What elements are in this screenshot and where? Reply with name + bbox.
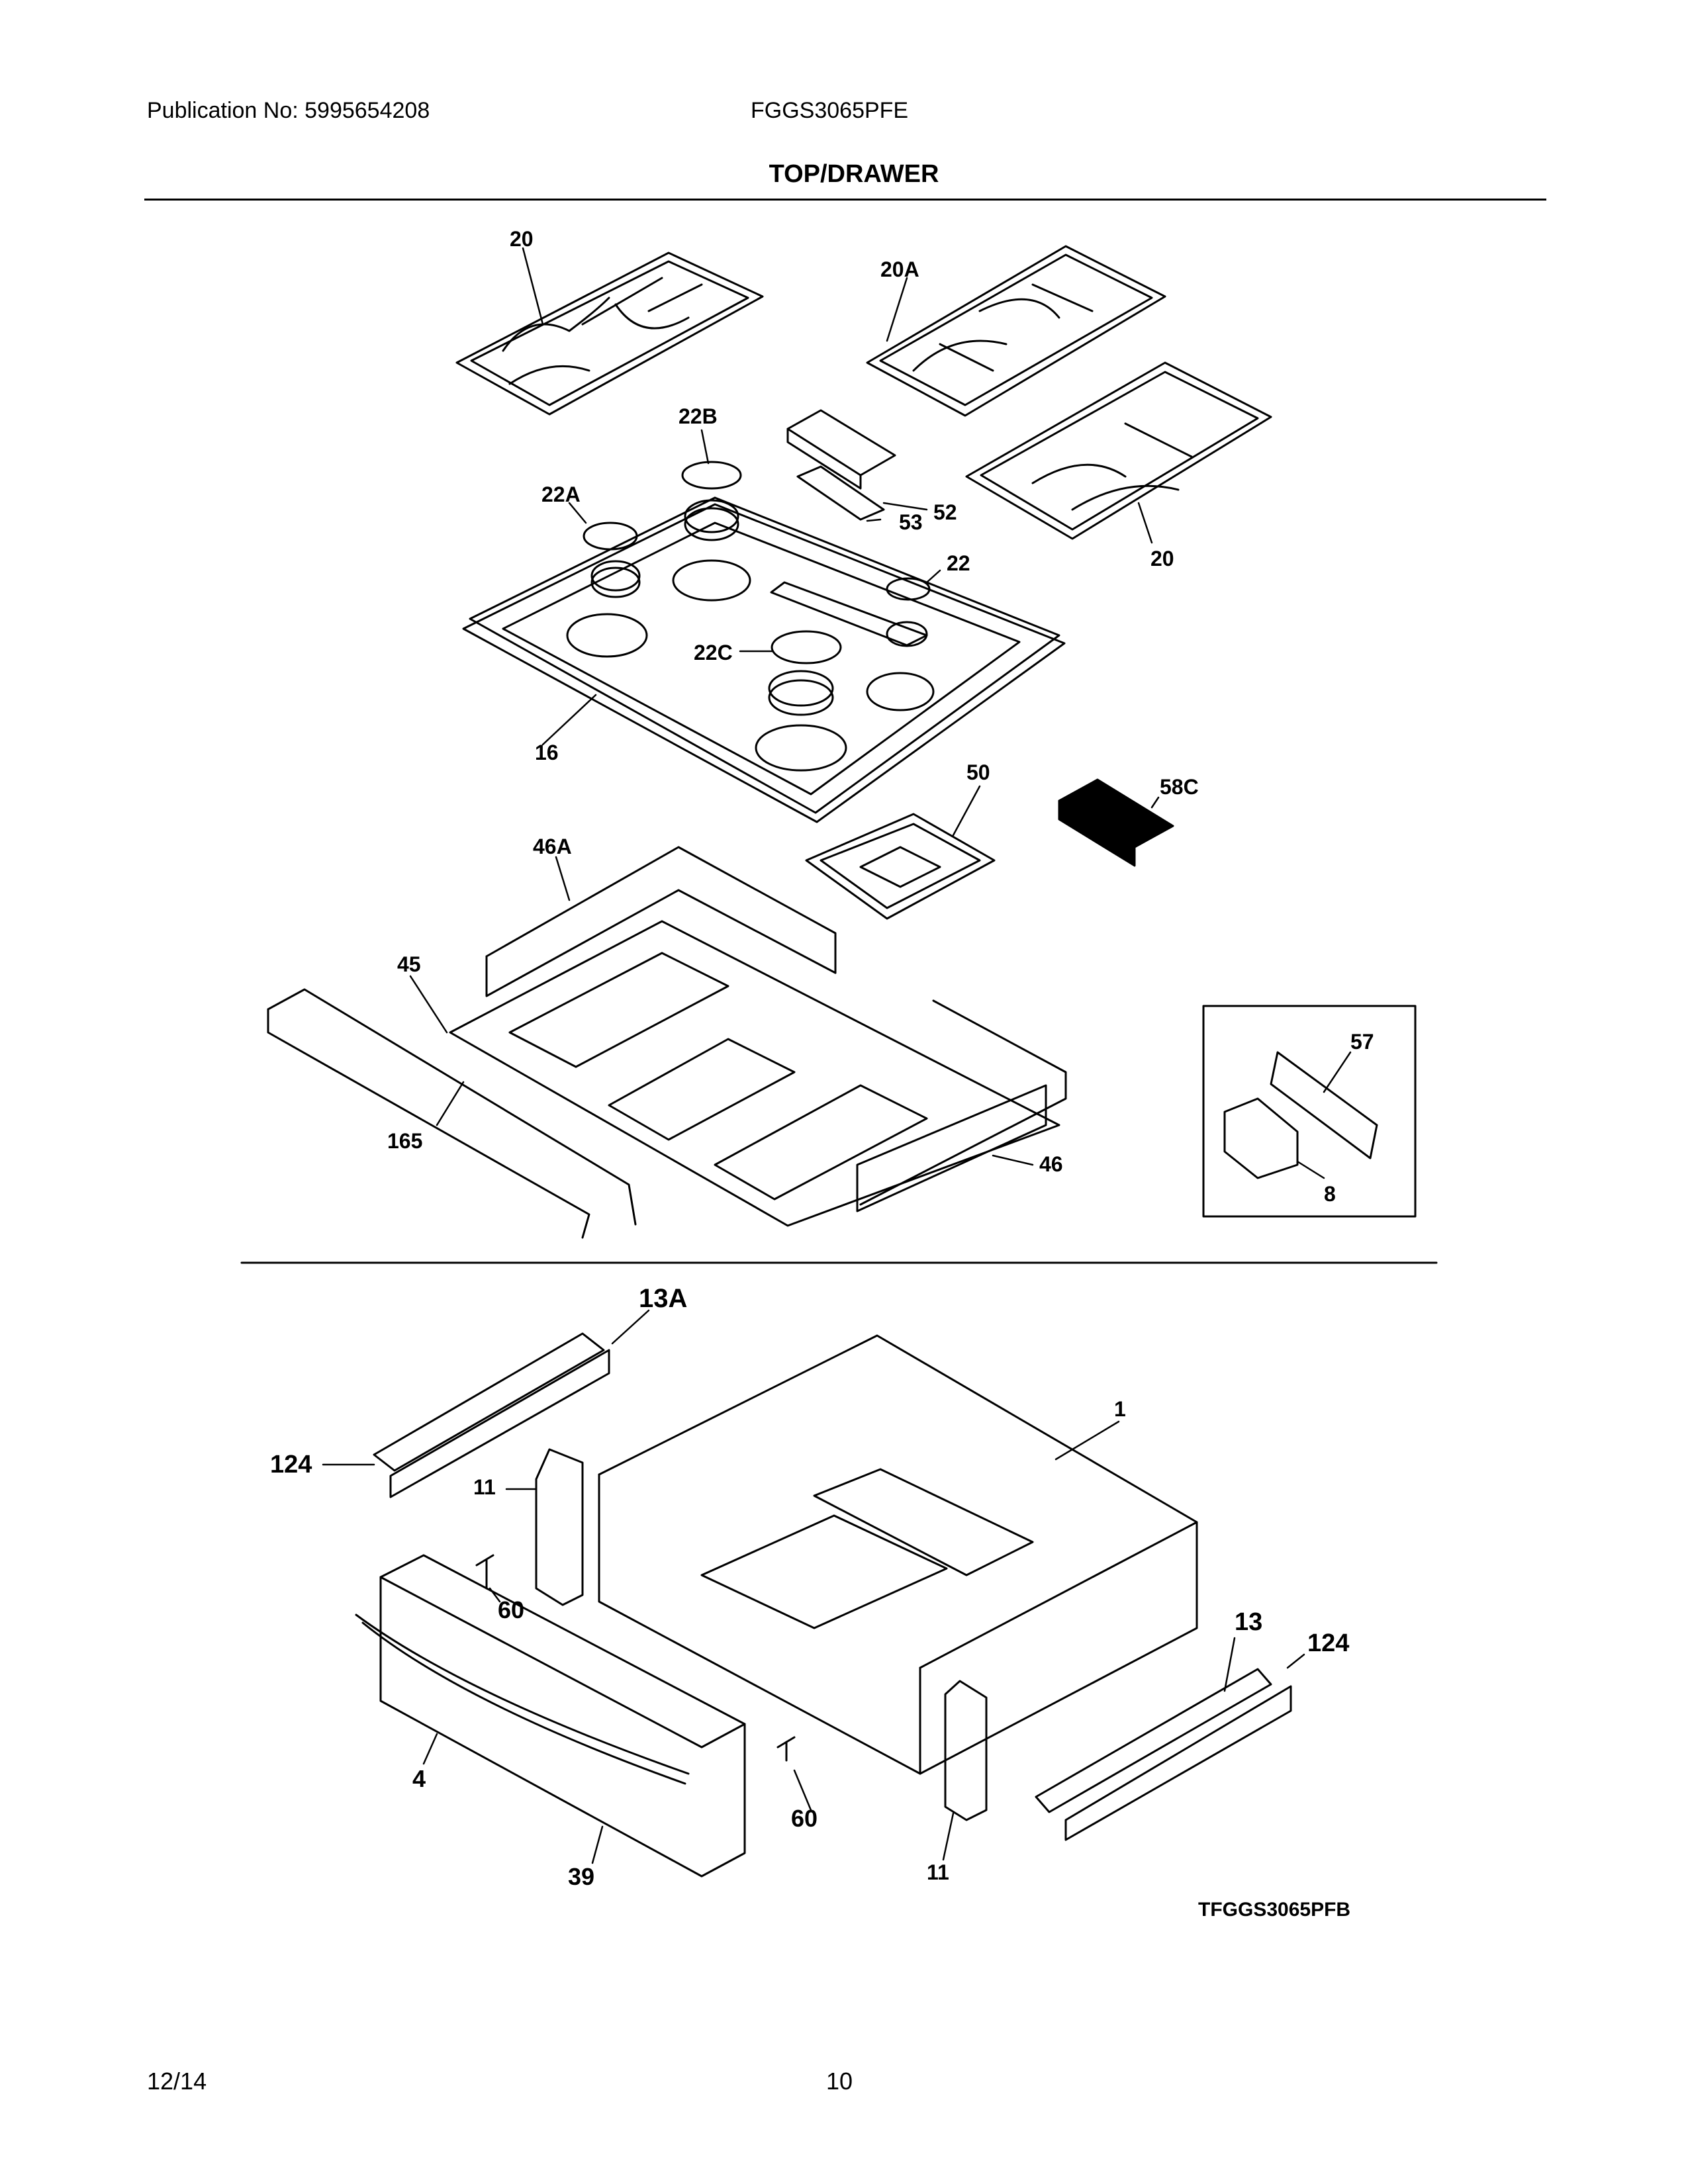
header-rule [144, 199, 1546, 201]
page-number: 10 [826, 2068, 853, 2095]
callout-label: 53 [899, 510, 923, 534]
callout-label: 22A [541, 482, 581, 506]
callout-label: 50 [966, 760, 990, 784]
callout-label: 1 [1114, 1397, 1126, 1421]
publication-number: Publication No: 5995654208 [147, 98, 430, 123]
callout-label: 46 [1039, 1152, 1063, 1176]
callout-label: 22C [694, 641, 733, 664]
drawing-code: TFGGS3065PFB [1198, 1899, 1350, 1921]
screws [475, 1554, 796, 1762]
drawer-slide-right [1035, 1668, 1292, 1841]
drawer-slide-left [373, 1332, 610, 1498]
drawer-front [355, 1554, 746, 1878]
callout-label: 13 [1235, 1608, 1262, 1636]
callout-label: 57 [1350, 1030, 1374, 1054]
drawer-bracket-right [944, 1680, 988, 1821]
footer-date: 12/14 [147, 2068, 207, 2095]
callout-label: 8 [1324, 1182, 1336, 1206]
component-box [1058, 778, 1174, 867]
callout-label: 124 [1307, 1629, 1349, 1657]
callout-label: 11 [473, 1475, 496, 1499]
callout-label: 165 [387, 1129, 422, 1153]
callout-label: 58C [1160, 775, 1199, 799]
section-title: TOP/DRAWER [769, 160, 939, 188]
callout-label: 22 [947, 551, 970, 575]
callout-label: 45 [397, 952, 421, 976]
grate-right-bottom [965, 361, 1272, 540]
drawer-bracket-left [535, 1448, 584, 1606]
callout-label: 60 [791, 1805, 818, 1832]
griddle-vent [786, 409, 896, 521]
drawer-box [598, 1334, 1198, 1775]
callout-label: 20 [1150, 547, 1174, 570]
callout-label: 60 [498, 1596, 524, 1623]
grate-left [455, 251, 764, 416]
callout-label: 20 [510, 227, 534, 251]
callout-label: 22B [679, 404, 718, 428]
grate-right-top [866, 245, 1166, 417]
callout-label: 11 [927, 1860, 949, 1884]
callout-label: 16 [535, 741, 559, 764]
model-number: FGGS3065PFE [751, 98, 909, 123]
burner-tray [805, 813, 996, 920]
burner-caps [583, 461, 931, 664]
callout-label: 39 [568, 1863, 594, 1890]
burner-box-frame [267, 846, 1067, 1239]
burners [590, 499, 928, 716]
callout-label: 124 [270, 1451, 312, 1479]
callout-labels: 20 20A 22B 52 53 22A 22 20 22C 16 50 58C… [270, 227, 1374, 1921]
cooktop [462, 496, 1066, 823]
callout-label: 4 [412, 1765, 426, 1792]
callout-label: 52 [933, 500, 957, 524]
inset-box [1202, 1005, 1417, 1218]
callout-label: 46A [533, 835, 572, 858]
callout-label: 20A [880, 257, 919, 281]
leader-lines [322, 247, 1352, 1864]
callout-label: 13A [639, 1284, 687, 1313]
